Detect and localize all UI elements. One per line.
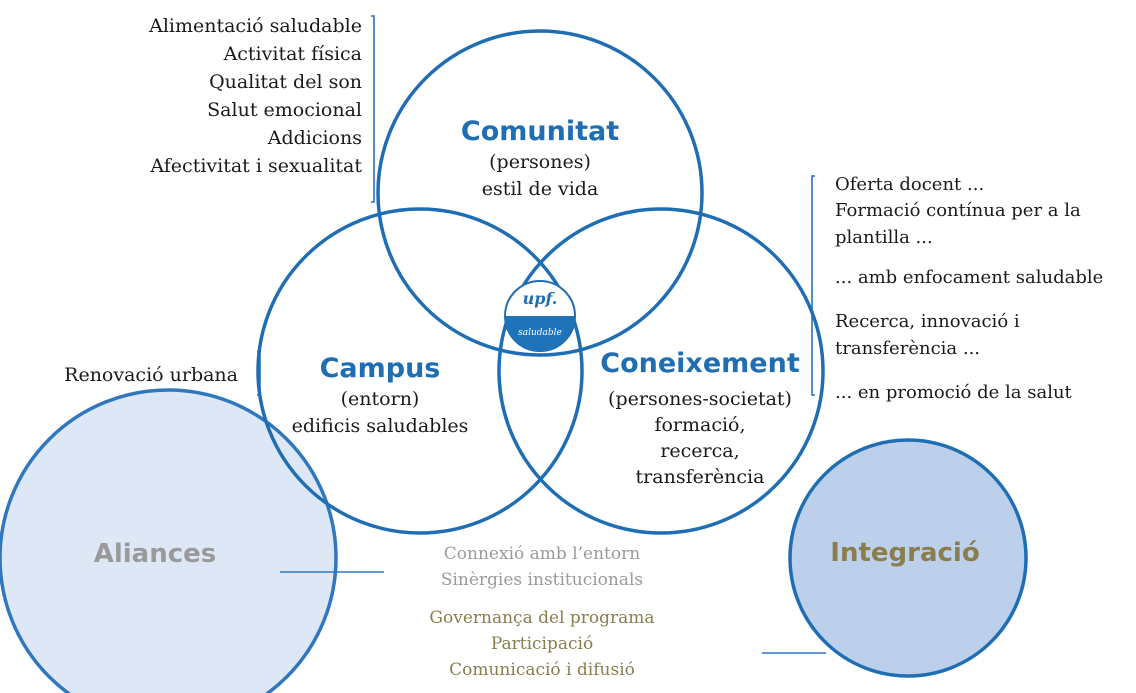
comunitat-topic: Afectivitat i sexualitat [149,155,362,177]
campus-line1: (entorn) [341,388,420,410]
comunitat-topics: Alimentació saludable Activitat física Q… [148,15,362,177]
coneixement-line2: formació, [654,414,745,436]
comunitat-bracket [371,15,375,203]
integracio-title: Integració [830,538,979,568]
coneixement-note: ... en promoció de la salut [835,382,1073,403]
comunitat-title: Comunitat [461,116,619,147]
integracio-item: Governança del programa [429,608,654,628]
aliances-item: Connexió amb l’entorn [444,544,640,564]
coneixement-note: plantilla ... [835,227,933,248]
comunitat-topic: Addicions [267,127,362,149]
aliances-item: Sinèrgies institucionals [441,570,643,590]
coneixement-bracket [811,175,815,396]
coneixement-title: Coneixement [600,348,800,379]
aliances-title: Aliances [94,539,217,569]
coneixement-note: Formació contínua per a la [835,200,1081,221]
coneixement-note: Recerca, innovació i [835,311,1020,332]
campus-circle [256,207,584,535]
comunitat-line2: estil de vida [482,178,599,200]
coneixement-line4: transferència [636,466,765,488]
coneixement-note: transferència ... [835,338,980,359]
comunitat-topic: Salut emocional [207,99,362,121]
coneixement-circle [497,207,825,535]
campus-side-note: Renovació urbana [64,364,238,386]
aliances-circle [0,388,338,693]
campus-title: Campus [320,353,441,384]
logo-top-text: upf. [523,289,558,308]
coneixement-line3: recerca, [660,440,739,462]
logo-bottom-text: saludable [518,328,562,338]
aliances-items: Connexió amb l’entorn Sinèrgies instituc… [441,544,643,590]
integracio-item: Participació [491,634,593,654]
coneixement-note: ... amb enfocament saludable [835,267,1103,288]
integracio-circle [788,438,1028,678]
comunitat-topic: Activitat física [223,43,362,65]
campus-bracket [257,351,261,396]
integracio-items: Governança del programa Participació Com… [429,608,654,680]
comunitat-circle [376,29,704,357]
comunitat-line1: (persones) [489,151,591,173]
coneixement-notes: Oferta docent ... Formació contínua per … [835,174,1103,403]
campus-line2: edificis saludables [292,415,469,437]
coneixement-note: Oferta docent ... [835,174,984,195]
integracio-item: Comunicació i difusió [449,660,635,680]
comunitat-topic: Alimentació saludable [148,15,362,37]
upf-saludable-logo: upf. saludable [504,280,576,352]
coneixement-line1: (persones-societat) [608,388,792,410]
comunitat-topic: Qualitat del son [209,71,362,93]
